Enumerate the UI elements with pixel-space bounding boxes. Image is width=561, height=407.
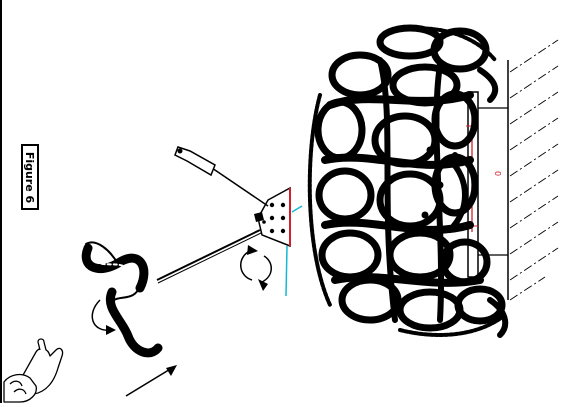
cord-line-inner	[157, 232, 262, 284]
band	[326, 91, 474, 109]
ribbon-loop	[81, 241, 163, 358]
screwdriver-handle	[174, 146, 216, 177]
beaded-edge	[398, 313, 507, 337]
loop	[318, 229, 382, 281]
hand-lower-finger	[9, 380, 23, 387]
alignment-line	[285, 245, 288, 297]
rotate-arrow-icon	[91, 299, 116, 335]
direction-arrow-icon	[125, 365, 177, 397]
canopy-hole	[269, 215, 275, 221]
loop	[314, 98, 366, 162]
screwdriver-shaft	[211, 167, 269, 207]
band	[477, 67, 499, 103]
beaded-edge	[307, 93, 332, 307]
ribbon-inner-stripe	[95, 261, 133, 277]
alignment-line	[291, 205, 303, 213]
chandelier-body	[307, 24, 509, 338]
bead	[436, 181, 444, 189]
band	[447, 157, 468, 233]
rotate-arrow-lower	[261, 255, 272, 283]
loop	[454, 285, 506, 325]
loop	[376, 24, 444, 60]
rotate-arrow-head	[258, 279, 268, 291]
beaded-edge	[393, 26, 497, 62]
cord-line	[156, 229, 261, 281]
figure-label-text: Figure 6	[23, 151, 37, 203]
rotate-arrow-head	[247, 245, 258, 255]
zero-reference-label: 0	[493, 170, 503, 177]
ribbon-band-outline	[85, 241, 119, 265]
ribbon-band-outline	[113, 289, 139, 301]
screwdriver-icon	[174, 146, 269, 207]
hand-lower	[3, 373, 37, 403]
screwdriver-grip-dot	[177, 148, 183, 154]
rotate-arrow-icon	[240, 245, 272, 291]
direction-arrow-head	[166, 365, 177, 376]
wall-hatching	[509, 39, 559, 301]
rotate-arrow-left	[91, 299, 111, 331]
canopy-hole	[269, 228, 275, 234]
loop	[315, 167, 375, 223]
hand-upper-finger	[37, 338, 47, 351]
loop	[396, 288, 464, 332]
canopy-nut	[254, 212, 264, 222]
bead	[421, 211, 429, 219]
ribbon-band	[81, 243, 149, 293]
ribbon-band	[105, 287, 163, 358]
hanging-cord	[156, 229, 262, 284]
band	[377, 57, 398, 323]
hatched-wall	[507, 39, 559, 301]
canopy-hole	[280, 228, 286, 234]
canopy-hole	[262, 220, 266, 224]
rotate-arrow-upper	[240, 249, 253, 281]
rotate-arrow-head	[106, 325, 116, 335]
ribbon-inner-stripe	[119, 307, 151, 345]
canopy-cover	[254, 186, 303, 297]
direction-arrow-shaft	[125, 367, 173, 397]
hands-icon	[3, 338, 64, 403]
loop	[328, 51, 392, 99]
band	[331, 273, 484, 287]
canopy-hole	[280, 202, 286, 208]
canopy-hole	[280, 215, 286, 221]
figure-label: Figure 6	[21, 144, 39, 210]
bead	[452, 152, 458, 158]
hand-lower-finger	[13, 388, 27, 395]
canopy-hole	[269, 202, 275, 208]
bead	[426, 146, 434, 154]
